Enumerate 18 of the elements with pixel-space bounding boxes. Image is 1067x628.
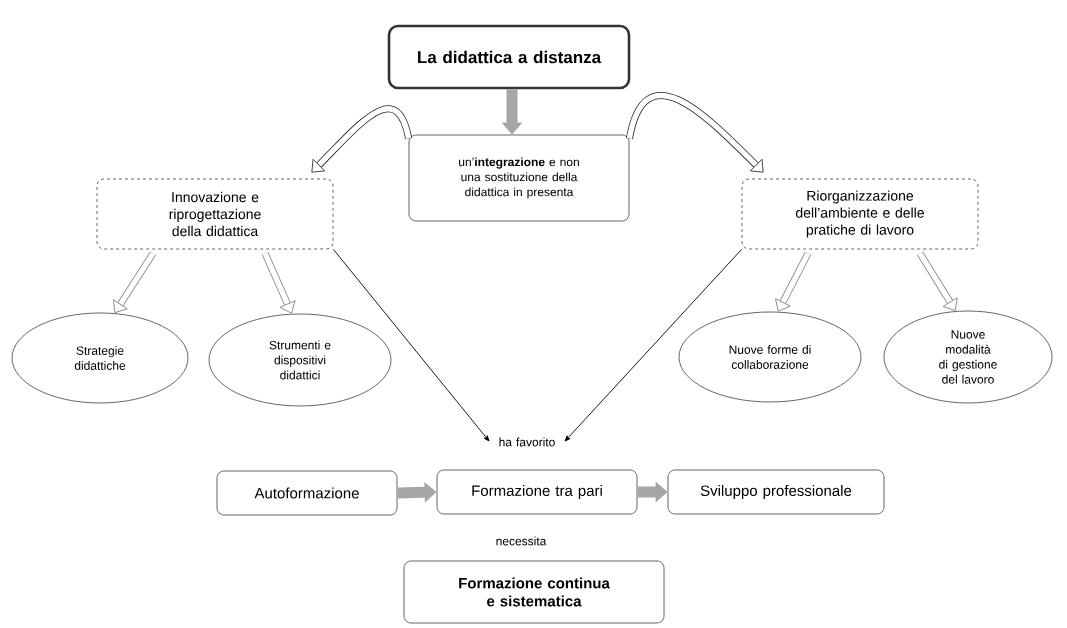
arrow bbox=[564, 248, 743, 442]
text-box: un’integrazione e non una sostituzione della didattica in presenta bbox=[408, 134, 630, 222]
hollow-arrow bbox=[261, 251, 296, 314]
text-label: ha favorito bbox=[499, 437, 555, 447]
dashed-box: Innovazione e riprogettazione della didattica bbox=[96, 178, 334, 250]
title-box: La didattica a distanza bbox=[387, 24, 631, 90]
dashed-box: Riorganizzazione dell’ambiente e delle pratiche di lavoro bbox=[741, 178, 979, 250]
hollow-arrow bbox=[917, 251, 958, 311]
arrow bbox=[332, 248, 490, 442]
process-box: Autoformazione bbox=[216, 470, 398, 516]
process-box: Sviluppo professionale bbox=[667, 469, 885, 515]
curved-arrow bbox=[626, 92, 764, 173]
process-box: Formazione tra pari bbox=[436, 469, 638, 515]
text-label: necessita bbox=[496, 536, 547, 546]
hollow-arrow bbox=[775, 251, 812, 312]
process-box: Formazione continua e sistematica bbox=[403, 560, 665, 624]
curved-arrow bbox=[311, 105, 412, 173]
hollow-arrow bbox=[112, 251, 156, 314]
